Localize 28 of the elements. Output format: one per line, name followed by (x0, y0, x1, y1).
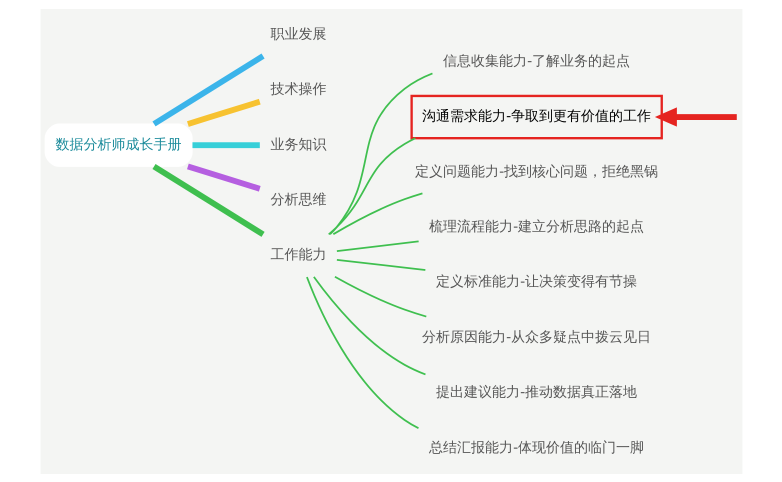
connector (152, 164, 264, 236)
node-text: 梳理流程能力-建立分析思路的起点 (428, 218, 644, 235)
node-text: 分析原因能力-从众多疑点中拨云见日 (422, 328, 651, 345)
node-text: 分析思维 (270, 192, 326, 208)
connector (328, 72, 432, 234)
node-text: 定义问题能力-找到核心问题，拒绝黑锅 (414, 163, 658, 180)
node-text: 工作能力 (270, 246, 326, 263)
arrow (654, 106, 736, 126)
node-box: 数据分析师成长手册 (44, 122, 192, 166)
connector (186, 98, 260, 126)
node-text: 提出建议能力-推动数据真正落地 (436, 384, 637, 400)
node-text: 技术操作 (270, 81, 326, 98)
connector (186, 163, 260, 192)
connector (336, 258, 425, 270)
node-text: 总结汇报能力-体现价值的临门一脚 (428, 439, 644, 456)
node-box: 沟通需求能力-争取到更有价值的工作 (410, 94, 662, 139)
node-text: 职业发展 (270, 26, 326, 42)
node-text: 信息收集能力-了解业务的起点 (442, 52, 630, 69)
connector (192, 142, 260, 148)
connector (328, 136, 416, 235)
connector (306, 276, 418, 428)
node-text: 定义标准能力-让决策变得有节操 (436, 274, 637, 290)
connector (332, 192, 422, 234)
connector (312, 276, 426, 375)
connector (152, 53, 264, 126)
node-text: 业务知识 (270, 136, 326, 152)
connector (334, 276, 426, 317)
connector (336, 240, 418, 252)
